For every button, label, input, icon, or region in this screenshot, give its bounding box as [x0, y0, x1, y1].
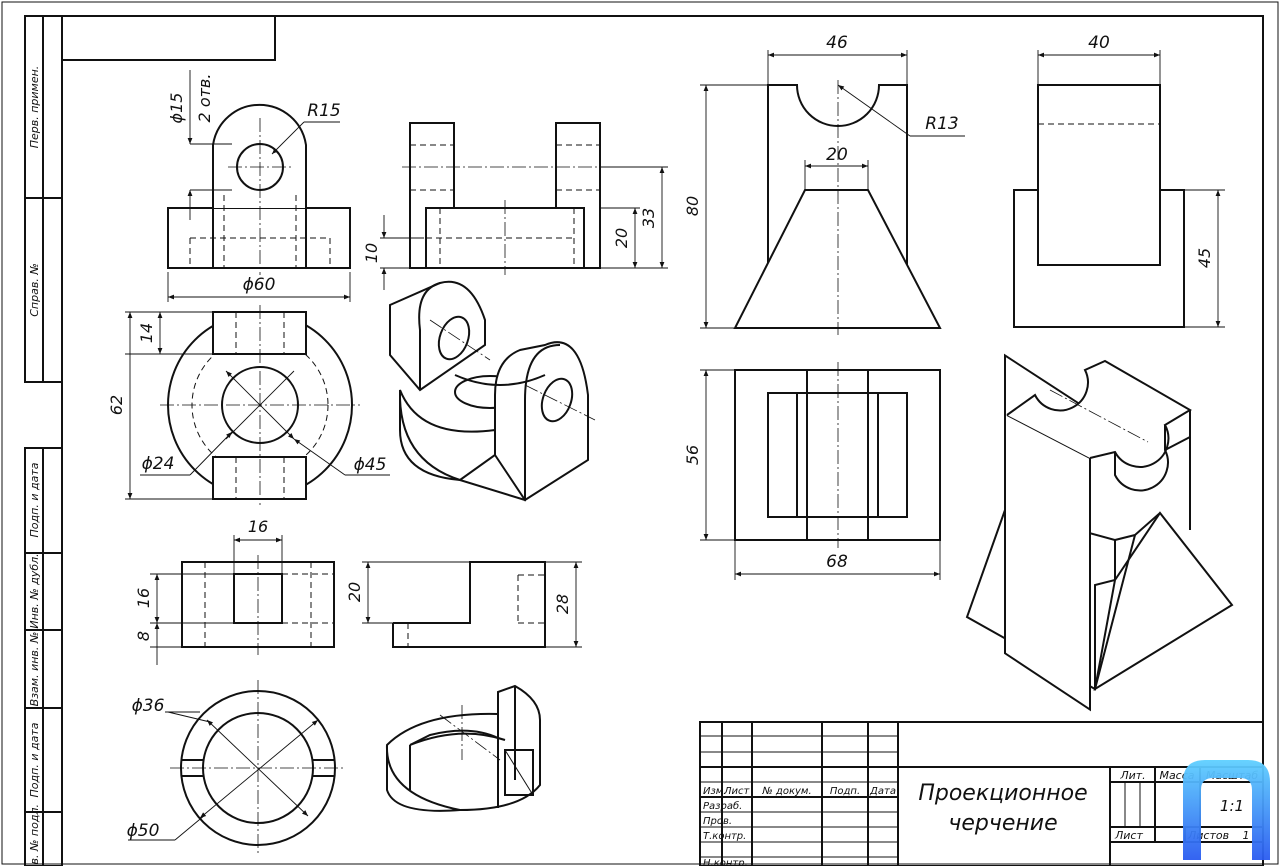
- dim-d24: ϕ24: [142, 454, 175, 474]
- dim-8: 8: [134, 631, 153, 641]
- dim-d15: ϕ15: [167, 93, 186, 124]
- dim-40: 40: [1088, 33, 1110, 53]
- tb-scale-value: 1:1: [1220, 797, 1244, 815]
- tb-row-tcontrol: Т.контр.: [703, 831, 746, 842]
- part2-top-view: ϕ36 ϕ50: [127, 680, 346, 856]
- dim-d60: ϕ60: [243, 275, 276, 295]
- dim-16-top: 16: [248, 517, 268, 536]
- tb-row-develop: Разраб.: [703, 800, 742, 812]
- part2-front-view: 16 16 8: [134, 517, 335, 665]
- tb-row-ncontrol: Н.контр.: [703, 858, 748, 866]
- tb-sheets-value: 1: [1243, 829, 1250, 842]
- title-block: Изм. Лист № докум. Подп. Дата Разраб. Пр…: [699, 721, 1264, 866]
- tb-row-check: Пров.: [703, 816, 732, 827]
- dim-20c: 20: [826, 145, 848, 165]
- tb-sheet: Лист: [1114, 829, 1143, 842]
- part3-front-view: 46 R13 20 80: [683, 33, 965, 335]
- tb-col-doc: № докум.: [761, 786, 811, 797]
- dim-28: 28: [553, 594, 572, 614]
- side-label-2: Справ. №: [28, 263, 41, 317]
- tb-title-line1: Проекционное: [918, 781, 1087, 806]
- part3-top-view: 56 68: [683, 362, 941, 580]
- left-side-stamp: Перв. примен. Справ. № Подп. и дата Инв.…: [24, 15, 63, 866]
- tb-lit: Лит.: [1119, 769, 1145, 782]
- brand-logo-icon: [1183, 760, 1270, 860]
- side-label-7: Инв. № подл.: [28, 804, 41, 866]
- tb-col-sign: Подп.: [830, 786, 860, 797]
- part2-isometric: [385, 684, 541, 812]
- dim-56: 56: [683, 445, 702, 465]
- part2-side-view: 20 28: [345, 561, 582, 648]
- part3-isometric: [965, 353, 1234, 712]
- dim-r13: R13: [925, 114, 958, 134]
- side-label-1: Перв. примен.: [28, 66, 41, 149]
- dim-68: 68: [826, 552, 848, 572]
- part1-top-view: ϕ45 ϕ24 14 62: [107, 305, 390, 505]
- part3-side-view: 40 45: [1013, 33, 1225, 328]
- dim-10: 10: [362, 243, 381, 263]
- dim-16: 16: [134, 588, 153, 608]
- dim-14: 14: [137, 323, 156, 343]
- dim-45b: 45: [1195, 248, 1214, 268]
- side-label-6: Подп. и дата: [28, 722, 41, 797]
- top-left-stamp-box: [62, 16, 276, 61]
- part1-front-view: ϕ15 2 отв. R15 ϕ60: [167, 70, 351, 302]
- main-frame: [61, 15, 1264, 866]
- dim-46: 46: [826, 33, 848, 53]
- dim-holes: 2 отв.: [195, 74, 214, 123]
- dim-r15: R15: [307, 101, 340, 121]
- tb-col-list: Лист: [723, 786, 751, 797]
- side-label-5: Взам. инв. №: [28, 632, 41, 707]
- dim-d45: ϕ45: [354, 455, 387, 475]
- side-label-3: Подп. и дата: [28, 462, 41, 537]
- dim-d50: ϕ50: [127, 821, 160, 841]
- dim-80: 80: [683, 196, 702, 216]
- side-label-4: Инв. № дубл.: [28, 553, 41, 628]
- tb-col-date: Дата: [869, 786, 896, 797]
- part1-isometric: [389, 280, 596, 502]
- dim-20a: 20: [612, 228, 631, 248]
- dim-d36: ϕ36: [132, 696, 165, 716]
- dim-33: 33: [639, 208, 658, 228]
- tb-title-line2: черчение: [948, 811, 1057, 836]
- tb-col-izm: Изм.: [703, 786, 727, 797]
- part1-side-view: 10 20 33: [362, 122, 668, 290]
- dim-62: 62: [107, 395, 126, 415]
- dim-20b: 20: [345, 582, 364, 602]
